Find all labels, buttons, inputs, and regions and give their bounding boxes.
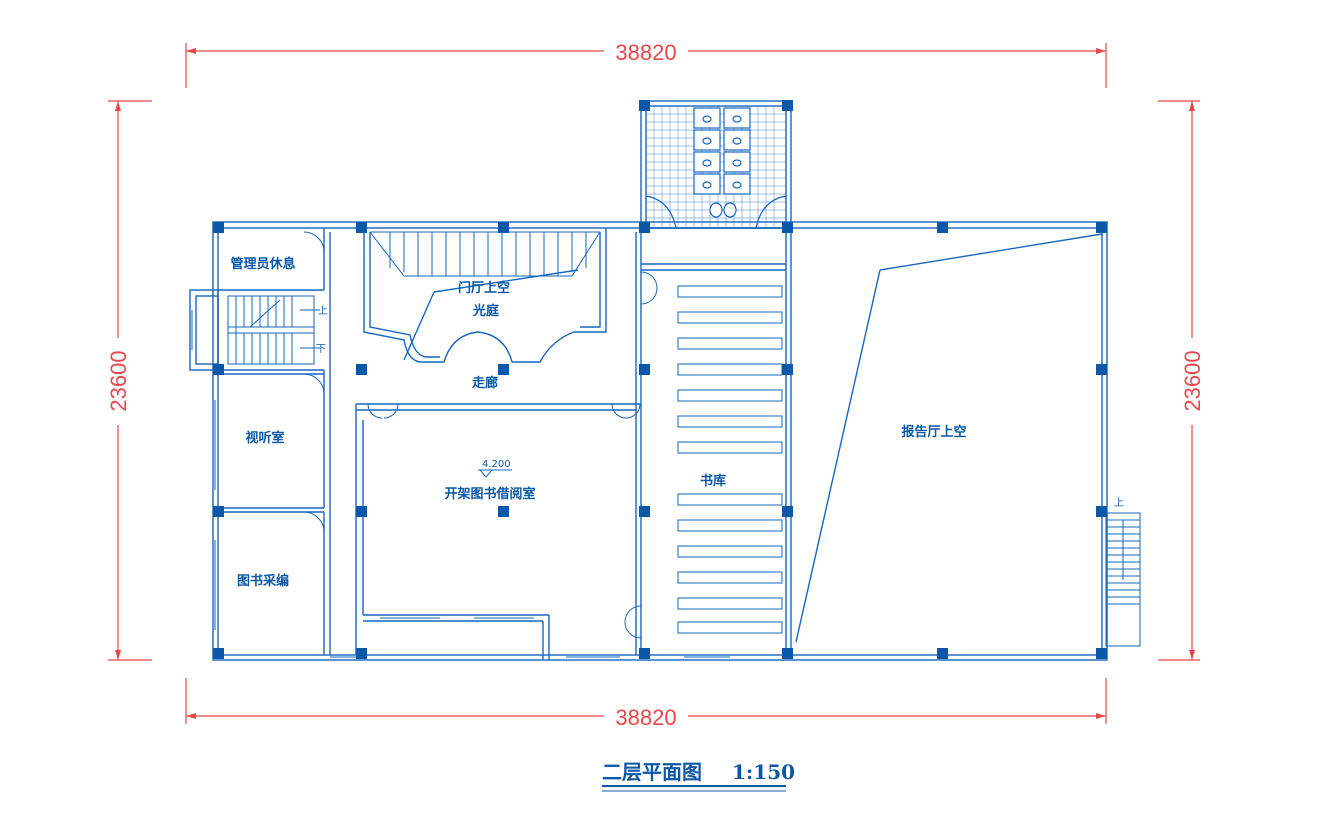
column: [782, 100, 793, 111]
column: [213, 364, 224, 375]
column: [356, 222, 367, 233]
column: [782, 648, 793, 659]
room-label-atrium: 光庭: [472, 303, 500, 319]
column: [498, 364, 509, 375]
bookshelf: [677, 311, 783, 324]
dimension-width-bottom: 38820: [615, 705, 676, 730]
dimension-height-right: 23600: [1180, 350, 1205, 411]
bookshelf: [677, 545, 783, 558]
column: [639, 364, 650, 375]
drawing-title: 二层平面图: [602, 760, 702, 784]
column: [782, 506, 793, 517]
left-stair-down-label: 下: [316, 344, 326, 355]
room-label-av-room: 视听室: [245, 430, 284, 446]
left-stair-up-label: 上: [318, 305, 328, 317]
door-swings: [303, 231, 658, 639]
windows: [191, 310, 730, 658]
column: [1096, 506, 1107, 517]
bookshelf: [677, 363, 783, 376]
bookshelf: [677, 621, 783, 634]
bookshelf: [677, 519, 783, 532]
column: [1096, 364, 1107, 375]
column: [639, 648, 650, 659]
bookshelf: [677, 441, 783, 454]
room-label-stacks: 书库: [700, 473, 726, 489]
column: [937, 648, 948, 659]
dimension-lines: [108, 43, 1200, 724]
bookshelves: [677, 285, 783, 634]
bookshelf: [677, 571, 783, 584]
walls: [189, 100, 1108, 661]
column: [356, 648, 367, 659]
column: [213, 506, 224, 517]
room-label-acquisition: 图书采编: [237, 573, 289, 589]
column: [498, 222, 509, 233]
column: [356, 506, 367, 517]
column: [782, 222, 793, 233]
drawing-scale: 1:150: [732, 760, 795, 784]
column: [639, 506, 650, 517]
right-stair: [1105, 512, 1141, 647]
column: [213, 648, 224, 659]
room-label-admin-rest: 管理员休息: [230, 256, 295, 272]
column: [937, 222, 948, 233]
dimension-arrows: [115, 48, 1195, 719]
column: [1096, 222, 1107, 233]
column: [498, 506, 509, 517]
columns: [213, 100, 1107, 659]
column: [639, 222, 650, 233]
room-label-auditorium-void: 报告厅上空: [901, 424, 966, 440]
left-stair: [227, 295, 320, 365]
right-stair-up-label: 上: [1114, 497, 1124, 509]
column: [639, 100, 650, 111]
column: [213, 222, 224, 233]
elevation-label: 4.200: [482, 459, 511, 470]
bookshelf: [677, 285, 783, 298]
bookshelf: [677, 389, 783, 402]
bookshelf: [677, 493, 783, 506]
dimension-width-top: 38820: [615, 40, 676, 65]
room-label-lobby-void: 门厅上空: [458, 280, 510, 296]
column: [356, 364, 367, 375]
dimension-height-left: 23600: [106, 350, 131, 411]
lobby-stair: [369, 231, 601, 277]
bookshelf: [677, 337, 783, 350]
toilet-stalls: [645, 107, 787, 229]
room-label-open-reading: 开架图书借阅室: [444, 486, 535, 502]
elevation-marker: [478, 469, 512, 478]
column: [782, 364, 793, 375]
title-underline: [602, 785, 786, 792]
bookshelf: [677, 597, 783, 610]
bookshelf: [677, 415, 783, 428]
column: [1096, 648, 1107, 659]
room-label-corridor: 走廊: [472, 375, 498, 391]
